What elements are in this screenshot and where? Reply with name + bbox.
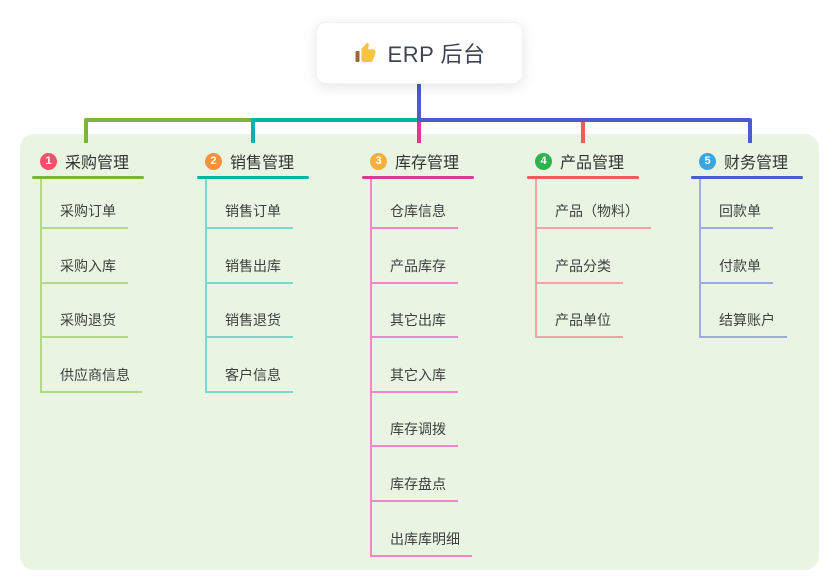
branch-number-badge: 3 [370,152,387,170]
branch-column-4: 4 产品管理 产品（物料） 产品分类产品单位 [527,146,692,339]
branch-header-node[interactable]: 2 销售管理 [197,146,362,176]
branch-column-3: 3 库存管理 仓库信息产品库存其它出库其它入库库存调拨库存盘点出库库明细 [362,146,527,557]
branch-item-node[interactable]: 其它入库 [372,365,458,393]
branch-item: 产品（物料） [537,179,692,229]
branch-item: 产品分类 [537,229,692,284]
branch-item-node[interactable]: 销售退货 [207,310,293,339]
branch-item: 结算账户 [701,284,839,339]
branch-header-node[interactable]: 3 库存管理 [362,146,527,176]
branch-item-node[interactable]: 采购订单 [42,201,128,229]
branch-item: 销售退货 [207,284,362,339]
branch-underline [691,176,803,179]
branch-underline [527,176,639,179]
branch-items: 销售订单销售出库销售退货客户信息 [205,179,362,393]
branch-header-node[interactable]: 4 产品管理 [527,146,692,176]
branch-item-node[interactable]: 仓库信息 [372,201,458,229]
branch-item: 付款单 [701,229,839,284]
branch-item: 其它出库 [372,284,527,339]
branch-underline [362,176,474,179]
branch-column-5: 5 财务管理 回款单付款单结算账户 [691,146,839,339]
branch-number-badge: 2 [205,152,222,170]
branch-items: 仓库信息产品库存其它出库其它入库库存调拨库存盘点出库库明细 [370,179,527,557]
branch-number-badge: 1 [40,152,57,170]
branch-underline [32,176,144,179]
branch-item: 采购入库 [42,229,197,284]
branches-panel [20,134,819,570]
branch-items: 采购订单采购入库采购退货供应商信息 [40,179,197,393]
branch-item-node[interactable]: 结算账户 [701,310,787,339]
branch-item: 销售订单 [207,179,362,229]
branch-item: 库存盘点 [372,447,527,502]
branch-item: 产品单位 [537,284,692,339]
branch-item: 仓库信息 [372,179,527,229]
branch-item: 销售出库 [207,229,362,284]
branch-title: 产品管理 [560,155,625,172]
branch-item-node[interactable]: 供应商信息 [42,365,142,393]
branch-item: 产品库存 [372,229,527,284]
branch-item: 采购订单 [42,179,197,229]
branch-item-node[interactable]: 产品单位 [537,310,623,339]
root-node-erp[interactable]: ERP 后台 [316,22,523,84]
branch-column-2: 2 销售管理 销售订单销售出库销售退货客户信息 [197,146,362,393]
branch-header-node[interactable]: 5 财务管理 [691,146,839,176]
branch-number-badge: 4 [535,152,552,170]
root-node-title: ERP 后台 [387,42,486,67]
branch-title: 库存管理 [395,155,460,172]
branch-items: 回款单付款单结算账户 [699,179,839,339]
branch-item-node[interactable]: 付款单 [701,256,773,284]
branch-item-node[interactable]: 产品库存 [372,256,458,284]
branch-item-node[interactable]: 库存盘点 [372,474,458,502]
branch-item: 客户信息 [207,338,362,393]
branch-number-badge: 5 [699,152,716,170]
branch-title: 财务管理 [724,155,789,172]
branch-item-node[interactable]: 其它出库 [372,310,458,339]
branch-item-node[interactable]: 销售订单 [207,201,293,229]
branch-title: 销售管理 [230,155,295,172]
branch-item-node[interactable]: 采购入库 [42,256,128,284]
branch-item: 出库库明细 [372,502,527,557]
branch-item-node[interactable]: 出库库明细 [372,529,472,557]
branch-underline [197,176,309,179]
branch-item-node[interactable]: 客户信息 [207,365,293,393]
branch-item-node[interactable]: 采购退货 [42,310,128,339]
branch-items: 产品（物料） 产品分类产品单位 [535,179,692,339]
branch-item: 其它入库 [372,338,527,393]
branch-item: 采购退货 [42,284,197,339]
branch-item: 回款单 [701,179,839,229]
thumbs-up-icon [354,41,378,65]
branch-header-node[interactable]: 1 采购管理 [32,146,197,176]
branch-item: 供应商信息 [42,338,197,393]
branch-item-node[interactable]: 产品分类 [537,256,623,284]
branch-title: 采购管理 [65,155,130,172]
branch-item-node[interactable]: 销售出库 [207,256,293,284]
branch-item-node[interactable]: 回款单 [701,201,773,229]
branch-item: 库存调拨 [372,393,527,448]
branch-item-node[interactable]: 产品（物料） [537,201,651,229]
branch-item-node[interactable]: 库存调拨 [372,419,458,448]
branch-column-1: 1 采购管理 采购订单采购入库采购退货供应商信息 [32,146,197,393]
